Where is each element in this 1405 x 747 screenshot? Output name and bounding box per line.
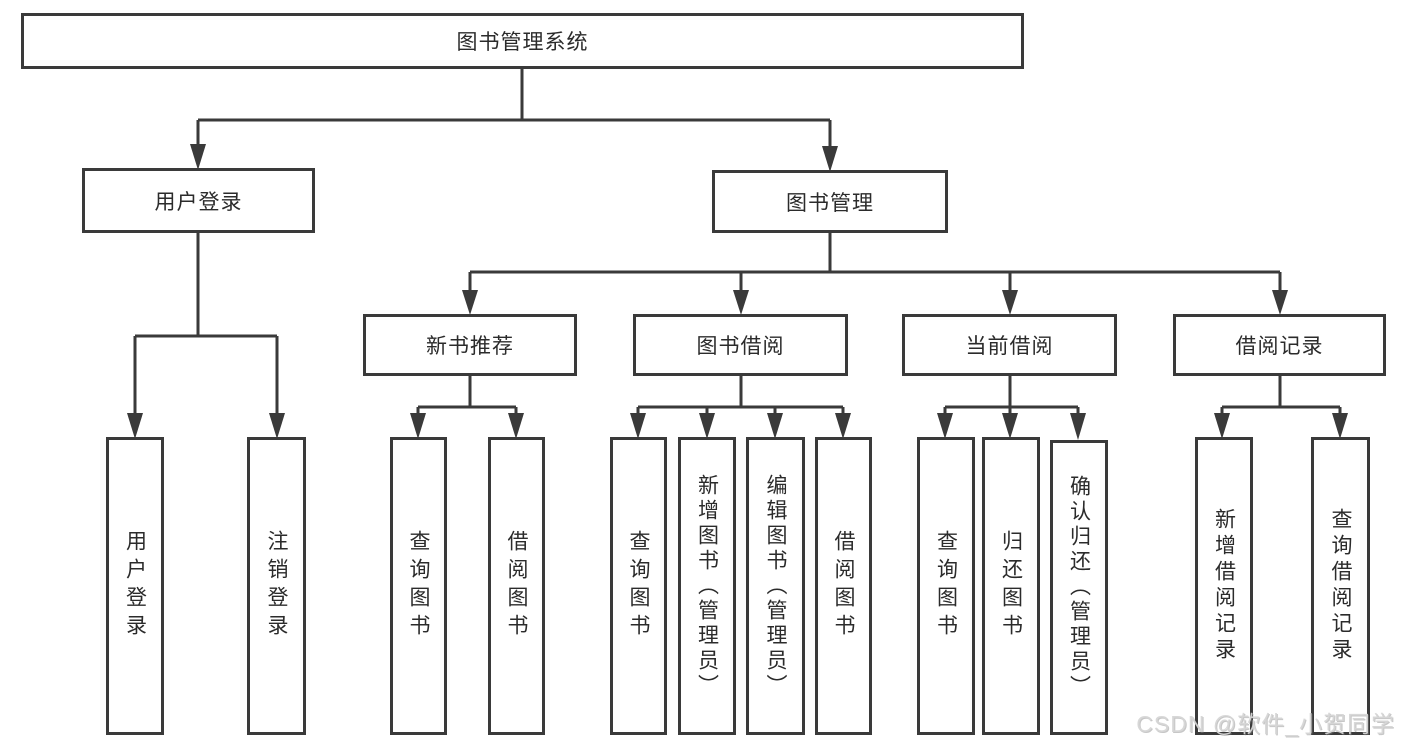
leaf-query-borrow-record: 查询借阅记录 xyxy=(1311,437,1370,735)
leaf-add-borrow-record: 新增借阅记录 xyxy=(1195,437,1253,735)
leaf-confirm-return-admin-label: 确认归还（管理员） xyxy=(1067,475,1091,700)
leaf-user-login-label: 用户登录 xyxy=(123,530,147,642)
node-current-borrow: 当前借阅 xyxy=(902,314,1117,376)
leaf-borrow-books-label: 借阅图书 xyxy=(832,530,855,642)
node-borrow-records: 借阅记录 xyxy=(1173,314,1386,376)
leaf-query-books-borrow-label: 查询图书 xyxy=(627,530,650,642)
csdn-watermark: CSDN @软件_小贺同学 xyxy=(1136,711,1395,737)
leaf-query-books-current: 查询图书 xyxy=(917,437,975,735)
leaf-return-books-label: 归还图书 xyxy=(999,530,1023,642)
leaf-return-books: 归还图书 xyxy=(982,437,1040,735)
leaf-add-borrow-record-label: 新增借阅记录 xyxy=(1212,508,1236,664)
node-book-management: 图书管理 xyxy=(712,170,948,233)
leaf-borrow-books-recommend-label: 借阅图书 xyxy=(505,530,528,642)
leaf-edit-books-admin: 编辑图书（管理员） xyxy=(746,437,805,735)
leaf-confirm-return-admin: 确认归还（管理员） xyxy=(1050,440,1108,735)
leaf-add-books-admin-label: 新增图书（管理员） xyxy=(695,473,719,699)
node-new-book-recommend-label: 新书推荐 xyxy=(426,335,514,358)
node-user-login: 用户登录 xyxy=(82,168,315,233)
node-book-borrow: 图书借阅 xyxy=(633,314,848,376)
node-root-system: 图书管理系统 xyxy=(21,13,1024,69)
leaf-user-login: 用户登录 xyxy=(106,437,164,735)
leaf-query-borrow-record-label: 查询借阅记录 xyxy=(1329,508,1352,664)
node-book-borrow-label: 图书借阅 xyxy=(696,335,785,358)
leaf-query-books-recommend-label: 查询图书 xyxy=(407,530,430,642)
leaf-query-books-borrow: 查询图书 xyxy=(610,437,667,735)
leaf-edit-books-admin-label: 编辑图书（管理员） xyxy=(764,473,787,699)
node-new-book-recommend: 新书推荐 xyxy=(363,314,577,376)
leaf-logout: 注销登录 xyxy=(247,437,306,735)
leaf-borrow-books-recommend: 借阅图书 xyxy=(488,437,545,735)
leaf-add-books-admin: 新增图书（管理员） xyxy=(678,437,736,735)
leaf-query-books-recommend: 查询图书 xyxy=(390,437,447,735)
node-borrow-records-label: 借阅记录 xyxy=(1235,335,1324,358)
node-current-borrow-label: 当前借阅 xyxy=(965,335,1054,358)
node-user-login-label: 用户登录 xyxy=(154,190,243,214)
leaf-logout-label: 注销登录 xyxy=(265,530,288,642)
leaf-borrow-books: 借阅图书 xyxy=(815,437,872,735)
node-root-label: 图书管理系统 xyxy=(456,31,589,54)
leaf-query-books-current-label: 查询图书 xyxy=(934,530,958,642)
node-book-management-label: 图书管理 xyxy=(786,191,874,215)
